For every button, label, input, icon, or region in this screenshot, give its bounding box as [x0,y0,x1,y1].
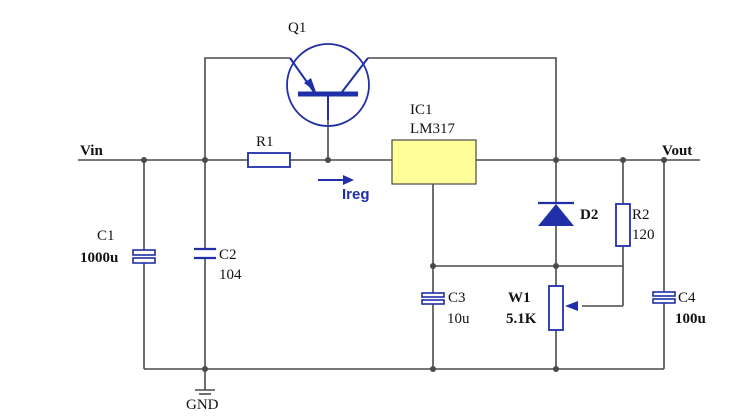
resistor-r1 [247,152,291,168]
capacitor-c2 [194,247,216,260]
c3-value-label: 10u [447,311,470,327]
c4-value-label: 100u [675,311,706,327]
vin-label: Vin [80,143,103,159]
ic1-lm317 [391,139,477,185]
w1-ref-label: W1 [508,290,531,306]
ic1-ref-label: IC1 [410,102,433,118]
q1-label: Q1 [288,20,306,36]
ic1-part-label: LM317 [410,121,456,137]
transistor-q1 [286,43,370,127]
capacitor-c1 [132,249,156,264]
junction-dots [141,157,667,372]
wires [78,57,700,390]
ireg-label: Ireg [342,186,370,203]
c3-ref-label: C3 [448,290,466,306]
c1-value-label: 1000u [80,250,118,266]
r1-label: R1 [256,134,274,150]
resistor-r2 [615,203,631,247]
gnd-label: GND [186,397,219,413]
r2-value-label: 120 [632,227,655,243]
r2-ref-label: R2 [632,207,650,223]
d2-label: D2 [580,207,598,223]
capacitor-c4 [652,291,676,304]
capacitor-c3 [421,292,445,305]
c2-ref-label: C2 [219,247,237,263]
c4-ref-label: C4 [678,290,696,306]
diode-d2 [538,201,574,226]
ground-symbol [195,389,215,395]
c1-ref-label: C1 [97,228,115,244]
potentiometer-w1 [548,285,578,331]
w1-value-label: 5.1K [506,311,537,327]
ireg-arrow [318,175,354,185]
vout-label: Vout [662,143,692,159]
c2-value-label: 104 [219,267,242,283]
